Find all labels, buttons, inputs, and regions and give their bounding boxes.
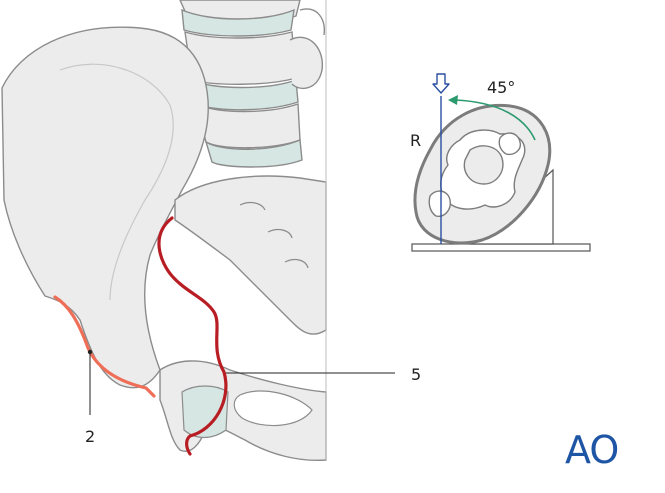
iliac-inner-shade [59,63,174,301]
callout-label-5: 5 [411,365,421,384]
pelvis-anatomy: 2 5 [1,0,421,462]
iliac-crest-line [53,295,156,398]
view-letter-label: R [410,131,421,150]
disc-3 [204,138,303,168]
curved-arrow-icon [454,99,536,141]
sacrum [174,175,327,335]
sacral-canal [463,145,504,185]
disc-1 [181,8,295,37]
table-base [411,243,591,252]
callout-label-2: 2 [85,427,95,446]
transverse-process [289,36,324,90]
spinous-process [299,8,325,36]
lumbar-spine [179,0,325,168]
down-arrow-icon [432,73,450,94]
angle-label: 45° [487,78,515,97]
femoral-head-left [428,190,451,217]
ao-logo: AO [565,428,618,472]
fracture-line [157,216,228,456]
femoral-head-right [498,132,521,156]
vertebra-body-3 [194,102,301,149]
obturator-foramen [233,390,313,427]
sacral-foramina [239,201,309,269]
curved-arrow-head [448,95,458,105]
callout-dot-2 [87,349,93,355]
disc-2 [188,78,299,111]
positioning-inset: R 45° [410,73,591,252]
